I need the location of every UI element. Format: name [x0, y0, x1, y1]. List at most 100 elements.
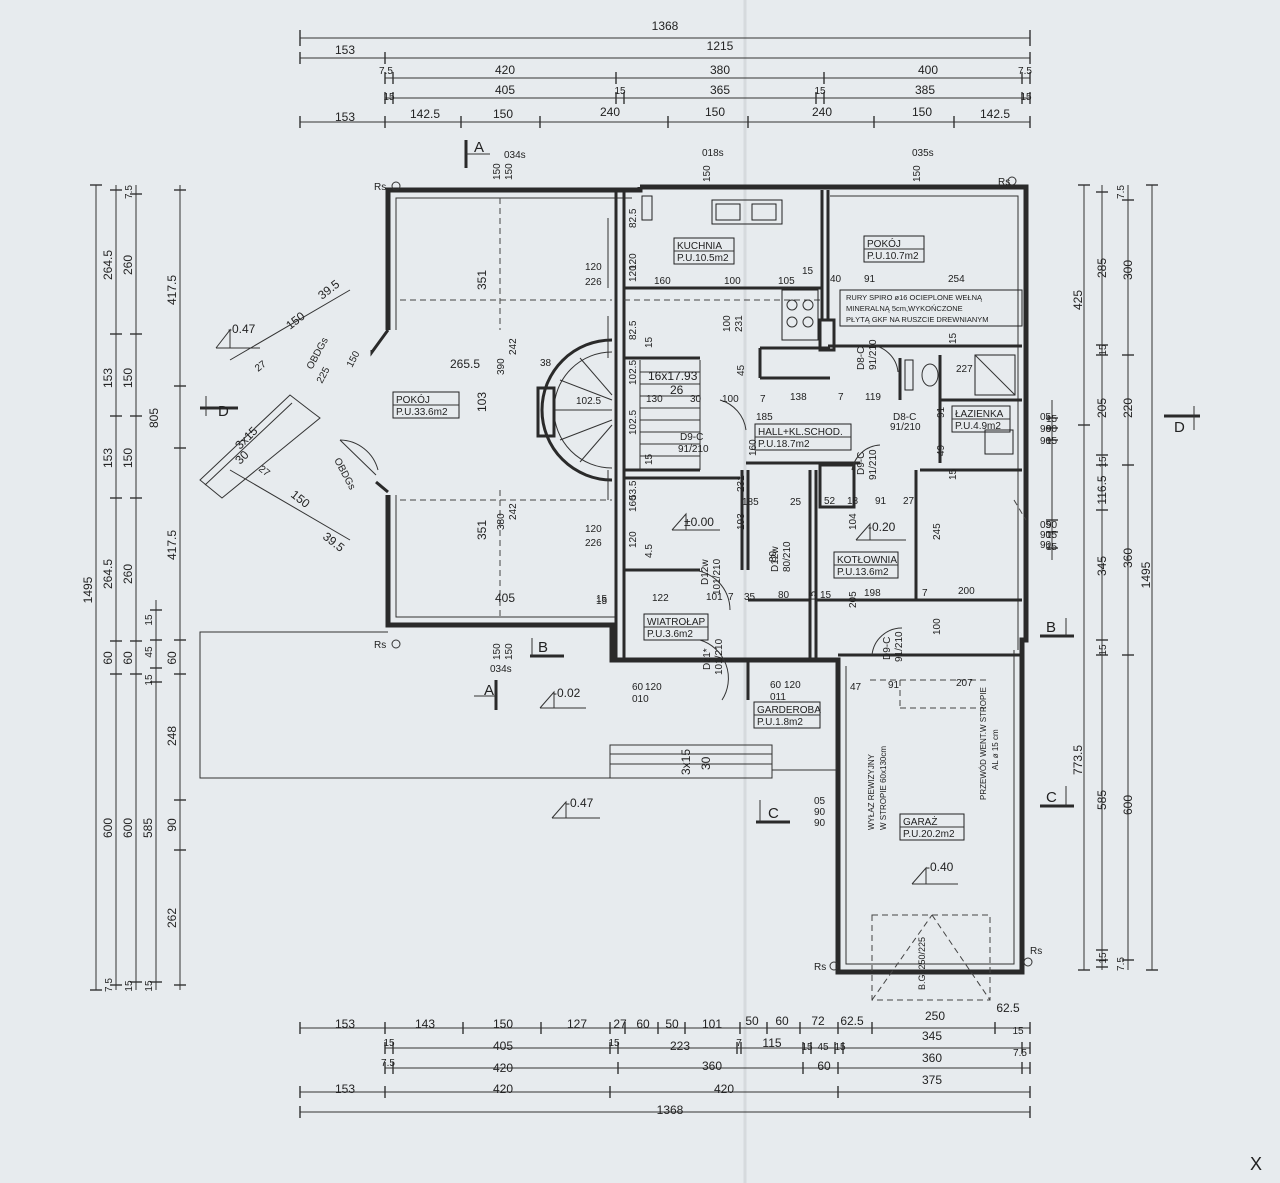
- svg-text:27: 27: [253, 359, 269, 375]
- svg-text:D9-C: D9-C: [680, 432, 703, 443]
- svg-text:25: 25: [790, 497, 802, 508]
- svg-text:91/210: 91/210: [868, 449, 879, 480]
- rs-icon: Rs: [1023, 946, 1042, 967]
- svg-text:100: 100: [724, 276, 741, 287]
- svg-text:-0.02: -0.02: [553, 686, 581, 700]
- svg-text:P.U.10.5m2: P.U.10.5m2: [677, 253, 729, 264]
- svg-text:150: 150: [912, 105, 932, 119]
- svg-text:231: 231: [736, 475, 747, 492]
- svg-text:PŁYTĄ GKF NA RUSZCIE DREWNIANY: PŁYTĄ GKF NA RUSZCIE DREWNIANYM: [846, 315, 989, 324]
- svg-text:345: 345: [1095, 556, 1109, 576]
- svg-text:30: 30: [232, 448, 252, 468]
- svg-text:POKÓJ: POKÓJ: [396, 393, 430, 406]
- level-mark: -0.47: [215, 322, 260, 349]
- svg-text:150: 150: [504, 643, 515, 660]
- svg-text:62.5: 62.5: [840, 1014, 864, 1028]
- svg-text:15: 15: [1046, 414, 1058, 425]
- svg-text:Dz1*: Dz1*: [702, 648, 713, 670]
- svg-text:130: 130: [646, 394, 663, 405]
- svg-text:91/210: 91/210: [868, 339, 879, 370]
- svg-text:1215: 1215: [707, 39, 734, 53]
- svg-text:150: 150: [702, 165, 713, 182]
- svg-text:90: 90: [165, 818, 179, 832]
- rs-icon: Rs: [374, 181, 401, 193]
- svg-text:OBDGs: OBDGs: [331, 456, 357, 492]
- svg-text:365: 365: [710, 83, 730, 97]
- svg-text:15: 15: [948, 468, 959, 480]
- window-labels: 150 150 034s 018s 150 035s 150 150 150 0…: [490, 148, 1052, 829]
- room-wiatrolap: WIATROŁAP P.U.3.6m2: [643, 613, 709, 641]
- svg-text:90: 90: [814, 807, 826, 818]
- svg-text:153: 153: [101, 368, 115, 388]
- svg-text:15: 15: [802, 266, 814, 277]
- svg-text:D8-C: D8-C: [893, 412, 916, 423]
- svg-text:034s: 034s: [504, 150, 526, 161]
- svg-text:POKÓJ: POKÓJ: [867, 237, 901, 250]
- svg-text:05: 05: [814, 796, 826, 807]
- dims-top: 1368 153 1215 7.5 420 380 400 7.5 15 405…: [299, 19, 1032, 128]
- svg-text:360: 360: [702, 1059, 722, 1073]
- svg-text:15: 15: [801, 1042, 813, 1053]
- svg-text:207: 207: [956, 678, 973, 689]
- room-kotlownia: KOTŁOWNIA P.U.13.6m2: [833, 551, 899, 579]
- svg-text:250: 250: [925, 1009, 945, 1023]
- section-mark-c-right: C: [1040, 786, 1074, 808]
- svg-text:91: 91: [864, 274, 876, 285]
- svg-text:15: 15: [948, 332, 959, 344]
- svg-text:7: 7: [736, 1038, 742, 1049]
- svg-text:160: 160: [654, 276, 671, 287]
- svg-text:193: 193: [736, 513, 747, 530]
- svg-text:80/210: 80/210: [782, 541, 793, 572]
- rs-icon: Rs: [998, 176, 1017, 188]
- section-marks: A A B B C C D D: [200, 139, 1200, 824]
- svg-text:60: 60: [165, 651, 179, 665]
- svg-text:15: 15: [820, 590, 832, 601]
- svg-text:585: 585: [1095, 790, 1109, 810]
- svg-text:39.5: 39.5: [320, 529, 347, 555]
- rs-icon: Rs: [374, 639, 401, 651]
- svg-text:200: 200: [958, 586, 975, 597]
- svg-text:265.5: 265.5: [450, 357, 480, 371]
- svg-text:150: 150: [492, 643, 503, 660]
- interior-dimensions: 120 226 120 351 390 242 103 380 242 351 …: [253, 208, 975, 693]
- svg-text:15: 15: [144, 674, 155, 686]
- svg-text:90: 90: [1040, 436, 1052, 447]
- svg-text:360: 360: [922, 1051, 942, 1065]
- svg-text:150: 150: [345, 349, 363, 369]
- svg-text:375: 375: [922, 1073, 942, 1087]
- svg-text:60: 60: [101, 651, 115, 665]
- walls: [370, 184, 1029, 975]
- svg-text:P.U.33.6m2: P.U.33.6m2: [396, 407, 448, 418]
- svg-text:385: 385: [915, 83, 935, 97]
- svg-text:15: 15: [596, 596, 608, 607]
- svg-text:150: 150: [492, 163, 503, 180]
- room-kuchnia: KUCHNIA P.U.10.5m2: [673, 237, 735, 265]
- svg-text:102.5: 102.5: [576, 396, 601, 407]
- svg-text:390: 390: [496, 358, 507, 375]
- svg-text:B: B: [538, 639, 548, 656]
- svg-text:400: 400: [918, 63, 938, 77]
- svg-text:15: 15: [383, 1038, 395, 1049]
- svg-text:226: 226: [585, 538, 602, 549]
- svg-text:62.5: 62.5: [996, 1001, 1020, 1015]
- svg-text:7.5: 7.5: [1116, 185, 1127, 199]
- room-garderoba: GARDEROBA P.U.1.8m2: [753, 701, 821, 729]
- svg-text:30: 30: [699, 756, 713, 770]
- svg-text:226: 226: [585, 277, 602, 288]
- svg-text:1368: 1368: [652, 19, 679, 33]
- room-garaz: GARAŻ P.U.20.2m2: [899, 813, 965, 841]
- svg-text:142.5: 142.5: [410, 107, 440, 121]
- svg-text:600: 600: [1121, 795, 1135, 815]
- svg-text:7: 7: [922, 588, 928, 599]
- svg-text:380: 380: [496, 513, 507, 530]
- svg-text:60: 60: [770, 680, 782, 691]
- svg-text:D12w: D12w: [770, 546, 781, 572]
- svg-text:PRZEWÓD WENT.W STROPIE: PRZEWÓD WENT.W STROPIE: [979, 687, 988, 800]
- svg-text:1495: 1495: [81, 576, 95, 603]
- svg-text:91/210: 91/210: [894, 631, 905, 662]
- svg-text:120: 120: [585, 262, 602, 273]
- svg-text:18: 18: [847, 496, 859, 507]
- svg-text:05: 05: [1040, 520, 1052, 531]
- svg-text:AL ø 15 cm: AL ø 15 cm: [991, 729, 1000, 770]
- svg-text:262: 262: [165, 908, 179, 928]
